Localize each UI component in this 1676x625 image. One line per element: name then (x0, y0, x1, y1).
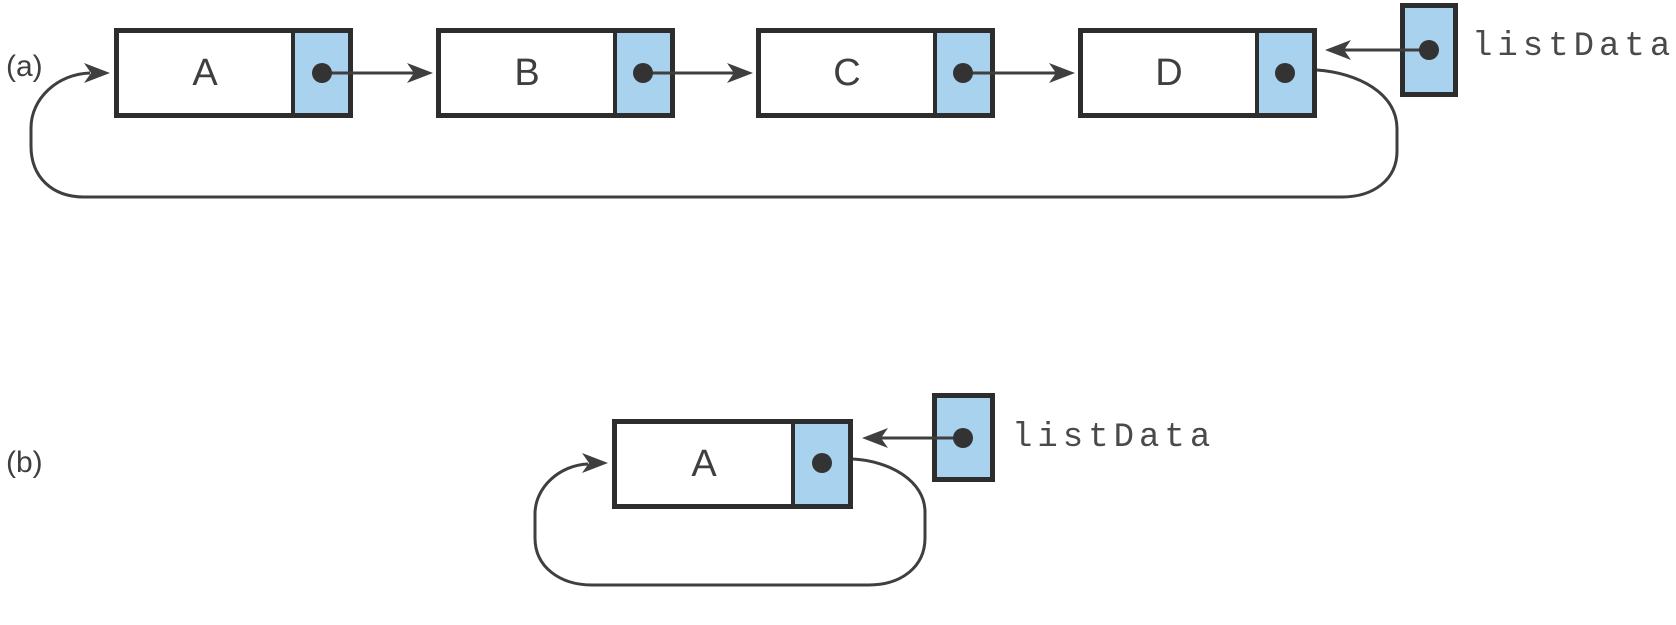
listdata-b-pointer-box (932, 393, 995, 482)
arrowhead-b-loop-icon (582, 453, 608, 473)
node-a-B-value: B (514, 52, 540, 94)
node-a-D-next-cell (1255, 33, 1312, 113)
arrowhead-a-loop-icon (84, 63, 110, 83)
node-a-B: B (436, 28, 675, 118)
node-a-C: C (756, 28, 995, 118)
node-a-A-value: A (192, 52, 218, 94)
part-b-label: (b) (6, 446, 43, 479)
arrowhead-a-B-to-C-icon (727, 63, 753, 83)
node-b-A-data: A (617, 424, 791, 504)
node-b-A-value: A (691, 443, 717, 485)
node-a-B-data: B (441, 33, 613, 113)
arrowhead-a-listdata-icon (1325, 40, 1351, 60)
node-b-A: A (612, 419, 853, 509)
node-a-A-data: A (119, 33, 291, 113)
node-a-B-next-cell (613, 33, 670, 113)
arrowhead-a-A-to-B-icon (407, 63, 433, 83)
node-a-C-value: C (833, 52, 861, 94)
node-a-D-data: D (1083, 33, 1255, 113)
node-a-D: D (1078, 28, 1317, 118)
listdata-a-label: listData (1472, 28, 1676, 66)
part-a-label: (a) (6, 50, 43, 83)
node-a-C-next-cell (933, 33, 990, 113)
node-b-A-next-cell (791, 424, 848, 504)
listdata-b-label: listData (1012, 419, 1216, 457)
arrowhead-a-C-to-D-icon (1049, 63, 1075, 83)
node-a-A-next-cell (291, 33, 348, 113)
node-a-D-value: D (1155, 52, 1183, 94)
node-a-A: A (114, 28, 353, 118)
node-a-C-data: C (761, 33, 933, 113)
arrowhead-b-listdata-icon (862, 428, 888, 448)
listdata-a-pointer-box (1400, 3, 1458, 97)
